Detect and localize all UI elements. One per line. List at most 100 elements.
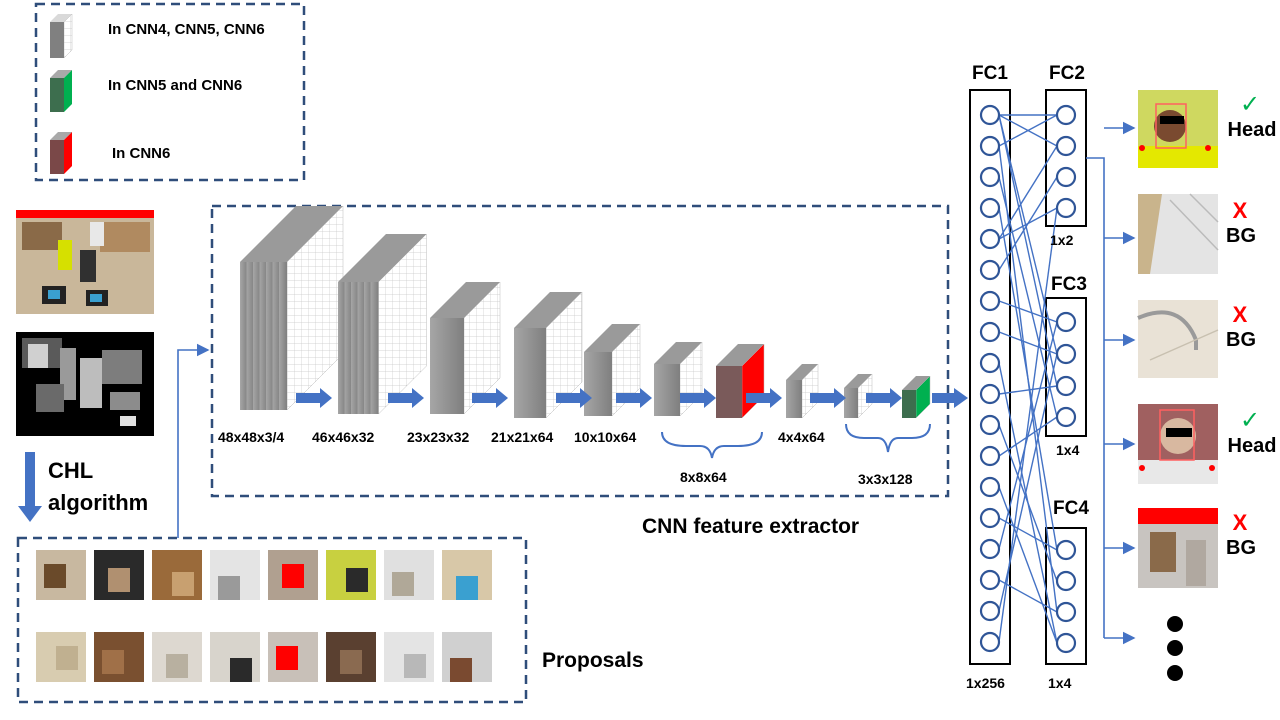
cross-icon: X [1233,198,1248,223]
cnn-layer-conv1-block [370,233,427,415]
proposal-thumbnail [442,632,492,682]
proposal-thumbnail [94,632,144,682]
layer-arrow-icon [810,388,846,408]
fc4-neuron [1055,632,1077,654]
fc3-neuron [1055,406,1077,428]
legend: In CNN4, CNN5, CNN6 In CNN5 and CNN6 In … [34,2,306,182]
proposal-thumbnail [210,632,260,682]
fc-edge [998,353,1058,612]
proposal-thumbnail [326,632,376,682]
fc-edge [998,176,1058,271]
layer-label-8x8x64: 8x8x64 [680,469,727,485]
brace-8x8x64 [661,431,763,459]
fc-edge [998,517,1058,551]
fc1-neuron [979,414,1001,436]
fc1-neuron [979,166,1001,188]
layer-arrow-icon [746,388,782,408]
fc1-neuron [979,600,1001,622]
cnn-box [210,204,950,498]
cnn-layer-conv2-block [514,291,583,419]
cross-icon: X [1233,510,1248,535]
fc1-neuron [979,290,1001,312]
layer-label-input: 48x48x3/4 [218,429,284,445]
cnn-to-fc-arrow-icon [932,388,968,408]
ellipsis-dot-icon [1167,616,1183,632]
fc2-title: FC2 [1049,63,1085,84]
fc-edge [998,114,1058,147]
proposal-thumbnail [384,632,434,682]
fc1-box [969,89,1011,665]
layer-label-conv1: 46x46x32 [312,429,375,445]
fc-connections [998,114,1058,644]
proposal-thumbnail [442,550,492,600]
proposal-thumbnail [36,632,86,682]
fc4-neuron [1055,570,1077,592]
fc1-neuron [979,104,1001,126]
fc1-neuron [979,538,1001,560]
fc3-size: 1x4 [1056,442,1080,458]
output-image-5 [1138,508,1218,588]
proposals-to-cnn-connector [177,343,210,538]
fc3-title: FC3 [1051,274,1087,295]
proposal-thumbnail [384,550,434,600]
layer-arrow-icon [296,388,332,408]
output-label-1: Head [1228,119,1277,141]
output-image-4 [1138,404,1218,484]
chl-algorithm-step: CHL algorithm [18,452,148,522]
input-rgb-image [16,210,154,314]
legend-green-block-icon [50,70,72,112]
fc-edge [998,362,1058,644]
fc1-title: FC1 [972,63,1008,84]
proposal-thumbnail [36,550,86,600]
cnn-layer-conv3-block [654,341,703,417]
output-image-1 [1138,90,1218,168]
legend-label-cnn6: In CNN6 [112,145,170,162]
layer-label-pool1: 23x23x32 [407,429,470,445]
fc3-neuron [1055,375,1077,397]
legend-red-block-icon [50,132,72,174]
fc4-size: 1x4 [1048,675,1072,691]
layer-arrow-icon [680,388,716,408]
fc-edge [998,331,1058,355]
fc-edge [998,114,1058,387]
fc3-neuron [1055,343,1077,365]
fc3-neuron [1055,311,1077,333]
fc4-neuron [1055,539,1077,561]
layer-arrow-icon [866,388,902,408]
legend-gray-block-icon [50,13,73,59]
proposals-panel: Proposals [16,536,644,704]
output-label-5: BG [1226,537,1256,559]
output-label-2: BG [1226,225,1256,247]
fc1-neuron [979,507,1001,529]
cnn-feature-extractor: 48x48x3/4 46x46x32 23x23x32 21x21x64 10x… [210,204,950,538]
layer-label-pool3: 4x4x64 [778,429,825,445]
cnn-layer-conv4-block [844,373,873,419]
fc2-neuron [1055,166,1077,188]
fc1-neuron [979,445,1001,467]
fc1-neuron [979,135,1001,157]
brace-3x3x128 [845,423,931,453]
layer-label-pool2: 10x10x64 [574,429,637,445]
layer-arrow-icon [472,388,508,408]
layer-arrow-icon [556,388,592,408]
fc1-size: 1x256 [966,675,1005,691]
fc2-neuron [1055,104,1077,126]
proposal-thumbnail [94,550,144,600]
fc1-neuron [979,321,1001,343]
fc1-neuron [979,228,1001,250]
fc1-neuron [979,259,1001,281]
cnn-title: CNN feature extractor [642,515,859,538]
output-label-3: BG [1226,329,1256,351]
fc-neurons [979,104,1077,654]
fc-edge [998,300,1058,323]
cnn-layer-conv3-red-block [716,343,765,419]
fc-edge [998,145,1058,240]
fc4-title: FC4 [1053,498,1089,519]
cnn-layer-blocks [240,205,931,419]
ellipsis-dot-icon [1167,665,1183,681]
layer-arrow-icon [616,388,652,408]
legend-label-cnn456: In CNN4, CNN5, CNN6 [108,21,265,38]
fc-edge [998,385,1058,395]
fc1-neuron [979,476,1001,498]
proposal-thumbnail [326,550,376,600]
